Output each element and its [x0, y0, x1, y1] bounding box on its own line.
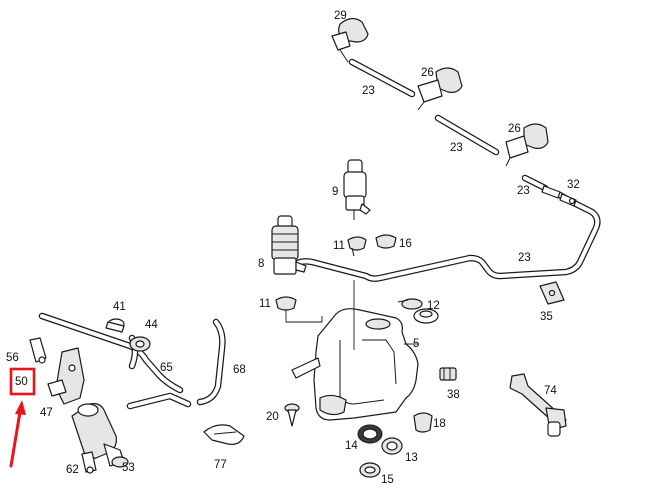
- filler-cap-12[interactable]: [397, 298, 439, 324]
- plug-16[interactable]: [375, 234, 397, 249]
- label-18: 18: [433, 418, 446, 430]
- hose-23-assembly[interactable]: [292, 58, 601, 282]
- label-68: 68: [233, 364, 246, 376]
- label-5: 5: [413, 338, 419, 350]
- grommet-44[interactable]: [129, 336, 151, 352]
- label-62: 62: [66, 464, 79, 476]
- nozzle-26-upper[interactable]: [417, 67, 463, 111]
- label-23a: 23: [362, 85, 375, 97]
- label-26b: 26: [508, 123, 521, 135]
- connector-56[interactable]: [29, 337, 47, 364]
- label-11b: 11: [259, 298, 271, 310]
- label-56: 56: [6, 352, 19, 364]
- grommet-18[interactable]: [413, 412, 433, 433]
- label-23d: 23: [518, 252, 531, 264]
- bracket-47[interactable]: [47, 347, 85, 405]
- label-65: 65: [160, 362, 173, 374]
- label-41: 41: [113, 301, 126, 313]
- hose-68[interactable]: [126, 318, 226, 410]
- washer-pump-9[interactable]: [343, 159, 371, 220]
- label-15: 15: [381, 474, 394, 486]
- label-11a: 11: [333, 240, 345, 252]
- grommet-11-upper[interactable]: [347, 236, 367, 257]
- label-16: 16: [399, 238, 412, 250]
- label-8: 8: [258, 258, 264, 270]
- clip-35[interactable]: [539, 281, 565, 305]
- highlight-box: [9, 367, 36, 396]
- label-53: 53: [122, 462, 135, 474]
- cable-tie-77[interactable]: [203, 424, 245, 445]
- label-12: 12: [427, 300, 440, 312]
- pump-53[interactable]: [71, 403, 129, 468]
- nozzle-26-lower[interactable]: [505, 123, 549, 167]
- label-20: 20: [266, 411, 279, 423]
- label-14: 14: [345, 440, 358, 452]
- connector-62[interactable]: [81, 451, 97, 474]
- washer-reservoir-5[interactable]: [291, 280, 419, 421]
- label-50: 50: [15, 376, 28, 388]
- bracket-38[interactable]: [439, 367, 457, 381]
- label-29: 29: [334, 10, 347, 22]
- clamp-74[interactable]: [509, 373, 567, 437]
- clip-41[interactable]: [105, 318, 125, 333]
- grommet-15[interactable]: [359, 462, 381, 478]
- part-number-labels: 29 26 23 26 23 23 32 9 11 16 23 8 11 12 …: [6, 10, 580, 486]
- washer-pump-8[interactable]: [271, 215, 307, 275]
- screw-20[interactable]: [284, 403, 300, 427]
- label-32: 32: [567, 179, 580, 191]
- label-44: 44: [145, 319, 158, 331]
- highlight-arrow: [9, 400, 26, 468]
- level-sensor-13[interactable]: [381, 437, 403, 455]
- label-77: 77: [214, 459, 227, 471]
- connector-32[interactable]: [541, 185, 577, 207]
- label-26a: 26: [421, 67, 434, 79]
- label-47: 47: [40, 407, 53, 419]
- nozzle-29[interactable]: [331, 17, 369, 63]
- label-38: 38: [447, 389, 460, 401]
- label-9: 9: [332, 186, 338, 198]
- label-23c: 23: [517, 185, 530, 197]
- label-23b: 23: [450, 142, 463, 154]
- seal-14[interactable]: [357, 424, 383, 444]
- label-35: 35: [540, 311, 553, 323]
- label-13: 13: [405, 452, 418, 464]
- label-74: 74: [544, 385, 557, 397]
- grommet-11-lower[interactable]: [275, 296, 323, 323]
